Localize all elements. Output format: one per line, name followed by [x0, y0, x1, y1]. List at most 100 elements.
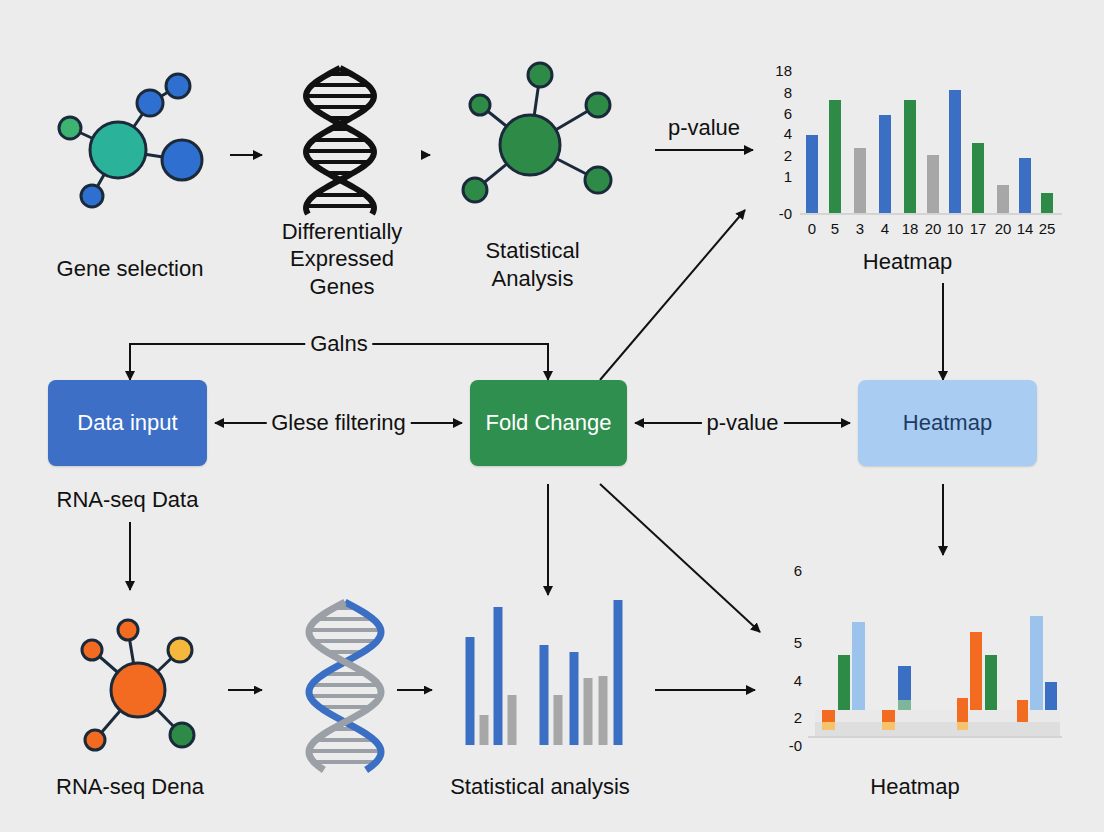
- chart-bar: [508, 695, 517, 745]
- dna-rung: [306, 94, 374, 98]
- chart-bar: [584, 678, 593, 745]
- dna-rung: [309, 749, 381, 753]
- dna-rung: [306, 204, 374, 208]
- node-caption: Heatmap: [870, 773, 959, 801]
- axis-tick-label: 0: [808, 221, 816, 236]
- flow-arrow: [422, 154, 430, 156]
- chart-bar: [466, 637, 475, 745]
- axis-tick-label: 6: [784, 106, 792, 121]
- axis-tick-label: 6: [794, 563, 802, 578]
- axis-tick-label: -0: [779, 206, 792, 221]
- node-caption: RNA-seq Data: [57, 486, 199, 514]
- dna-rung: [314, 760, 376, 764]
- chart-bar: [806, 135, 818, 213]
- axis-tick-label: 20: [995, 221, 1012, 236]
- flow-arrow: [655, 149, 753, 151]
- dna-rung: [316, 738, 374, 742]
- network-icon: [59, 74, 202, 207]
- dna-rung: [313, 138, 366, 142]
- chart-bar: [904, 100, 916, 213]
- axis-tick-label: 4: [881, 221, 889, 236]
- icon-node: Differentially Expressed Genes: [262, 60, 422, 300]
- axis-tick-label: 10: [947, 221, 964, 236]
- axis-tick-label: 2: [794, 710, 802, 725]
- node-caption: Heatmap: [863, 248, 952, 276]
- dna-rung: [309, 628, 381, 632]
- flow-arrow: [942, 283, 944, 380]
- node-caption: Gene selection: [57, 255, 204, 283]
- axis-tick-label: 3: [856, 221, 864, 236]
- chart-bar: [879, 115, 891, 213]
- chart-bar: [1019, 158, 1031, 213]
- chart-bar: [599, 676, 608, 745]
- flow-arrow: [228, 689, 432, 691]
- process-box: Data inputRNA-seq Data: [48, 380, 207, 466]
- dna-rung: [312, 105, 367, 109]
- dna-rung: [311, 683, 378, 687]
- bar-chart: [466, 600, 623, 745]
- axis-tick-label: 17: [970, 221, 987, 236]
- flow-arrow: [655, 689, 755, 691]
- chart-bar: [972, 143, 984, 213]
- chart-bar: [829, 100, 841, 213]
- chart-bar: [997, 185, 1009, 213]
- box-label: Heatmap: [903, 409, 992, 437]
- dna-strand: [309, 602, 381, 770]
- edge-label: Galns: [305, 332, 372, 356]
- axis-tick-label: 5: [831, 221, 839, 236]
- axis-tick-label: 2: [784, 148, 792, 163]
- chart-node: Heatmap: [760, 555, 1070, 800]
- chart-bar: [480, 715, 489, 745]
- chart-bar: [614, 600, 623, 745]
- node-caption: Statistical analysis: [450, 773, 630, 801]
- dna-strand: [306, 68, 374, 214]
- chart-bar: [494, 607, 503, 745]
- box-label: Data input: [77, 409, 177, 437]
- axis-tick-label: 25: [1039, 221, 1056, 236]
- dna-rung: [312, 83, 367, 87]
- axis-tick-label: 4: [784, 126, 792, 141]
- box-label: Fold Change: [486, 409, 612, 437]
- icon-node: RNA-seq Dena: [30, 590, 230, 800]
- node-caption: Differentially Expressed Genes: [267, 218, 417, 301]
- edge-label: p-value: [663, 116, 745, 140]
- icon-node: Statistical Analysis: [430, 60, 635, 292]
- chart-bar: [1041, 193, 1053, 213]
- edge-label: p-value: [701, 411, 783, 435]
- flow-arrow: [600, 210, 745, 380]
- chart-bar: [949, 90, 961, 213]
- chart-bar: [927, 155, 939, 213]
- network-icon: [463, 63, 611, 202]
- flow-arrow: [129, 522, 131, 590]
- dna-strand: [306, 68, 374, 214]
- axis-tick-label: 8: [784, 85, 792, 100]
- dna-rung: [311, 160, 369, 164]
- dna-rung: [313, 639, 377, 643]
- icon-node: Gene selection: [30, 60, 230, 282]
- stacked-bar-chart: [808, 616, 1062, 737]
- dna-rung: [315, 193, 366, 197]
- flow-arrow: [547, 484, 549, 595]
- axis-tick-label: 18: [902, 221, 919, 236]
- axis-tick-label: -0: [789, 738, 802, 753]
- bar-chart: [806, 90, 1053, 213]
- axis-tick-label: 14: [1017, 221, 1034, 236]
- process-box: Fold Change: [470, 380, 627, 466]
- flow-arrow: [230, 154, 262, 156]
- chart-node: Statistical analysis: [440, 595, 640, 800]
- flow-arrow: [600, 484, 760, 632]
- process-box: Heatmap: [858, 380, 1037, 466]
- axis-tick-label: 20: [925, 221, 942, 236]
- dna-strand: [309, 602, 381, 770]
- node-caption: RNA-seq Dena: [56, 773, 204, 801]
- edge-label: Glese filtering: [266, 411, 411, 435]
- dna-rung: [317, 617, 373, 621]
- node-caption: Statistical Analysis: [453, 237, 613, 292]
- axis-tick-label: 5: [794, 635, 802, 650]
- chart-bar: [570, 652, 579, 745]
- chart-bar: [554, 695, 563, 745]
- chart-node: Heatmap: [745, 55, 1070, 275]
- axis-tick-label: 4: [794, 673, 802, 688]
- dna-rung: [310, 694, 380, 698]
